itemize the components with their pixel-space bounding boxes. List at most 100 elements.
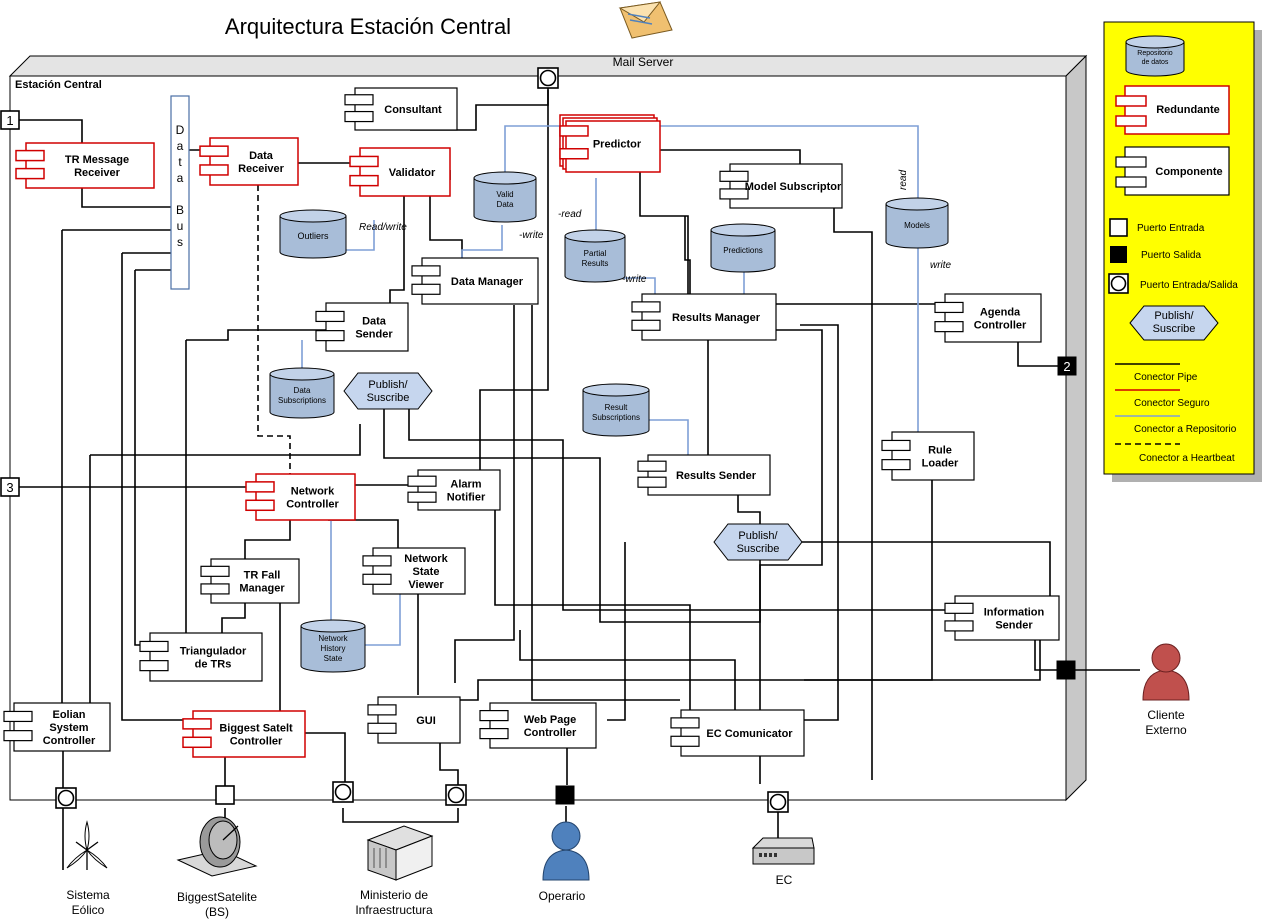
ministerio-label-line-1: Infraestructura [355,903,433,917]
repository-predictions-label-line-0: Predictions [723,246,763,255]
component-data-manager-label-line-0: Data Manager [451,276,524,288]
biggest-satelite-label-line-1: (BS) [205,905,229,919]
pipe-connector-10 [684,216,691,300]
pipe-connector-20 [800,324,839,721]
component-connector-tab [631,301,661,313]
legend-componente-label: Componente [1155,166,1222,178]
data-bus-letter: B [176,203,184,217]
pipe-connector-39 [454,305,515,683]
edge-label-write-pr: -write [622,274,647,285]
component-network-controller-label-line-0: Network [291,486,335,498]
port-mail-server-io [537,67,559,89]
component-predictor: Predictor [559,114,661,173]
pipe-connector-41 [305,732,346,792]
component-tr-message-receiver-label-line-0: TR Message [65,154,129,166]
data-bus-letter: D [176,123,185,137]
mail-server-icon: Mail Server [613,1,674,69]
port-3-label: 3 [6,480,13,495]
cliente-externo-label-line-0: Cliente [1147,708,1185,722]
component-model-subscriptor-label-line-0: Model Subscriptor [745,181,842,193]
component-connector-tab [637,460,667,472]
legend-puerto-salida: Puerto Salida [1110,246,1201,263]
repo-connector-3 [461,225,503,258]
repository-valid-data-label-line-0: Valid [496,190,513,199]
pipe-connector-50 [1034,640,1060,671]
component-network-state-viewer-label-line-2: Viewer [408,579,444,591]
port-ministerio-io-a [332,781,354,803]
pipe-connector-0 [10,119,83,143]
component-alarm-notifier-label-line-1: Notifier [447,492,486,504]
legend-puerto-entrada-salida-label: Puerto Entrada/Salida [1140,280,1238,291]
port-cliente-output [1056,660,1076,680]
component-ec-comunicator-label-line-0: EC Comunicator [706,728,793,740]
pipe-connector-40 [531,305,680,701]
repository-data-subscriptions-label-line-0: Data [294,386,311,395]
pipe-connector-45 [494,510,691,710]
component-results-manager: Results Manager [631,293,777,341]
component-alarm-notifier-label-line-0: Alarm [450,479,481,491]
component-connector-tab [934,321,964,333]
component-connector-tab [944,620,974,632]
edge-label-read-models: read [898,170,909,190]
component-connector-tab [719,188,749,200]
component-connector-tab [200,565,230,577]
component-biggest-label-line-1: Controller [230,736,283,748]
repository-result-subscriptions-label-line-1: Subscriptions [592,413,640,422]
data-bus-letter: t [178,155,182,169]
legend-seguro-label: Conector Seguro [1134,398,1210,409]
sistema-eolico-label-line-1: Eólico [72,903,105,917]
component-data-receiver-label-line-0: Data [249,150,274,162]
component-connector-tab [315,310,345,323]
component-connector-tab [637,476,667,488]
legend-publish-label-line-1: Suscribe [1153,323,1196,335]
publish-suscribe-label-line-0: Publish/ [368,379,408,391]
legend-repositorio-label-line-0: Repositorio [1137,50,1173,57]
repository-models: Models [885,197,949,249]
operario-label-line-0: Operario [539,889,586,903]
component-connector-tab [3,730,33,742]
component-eolian-label-line-2: Controller [43,735,96,747]
component-predictor-label-line-0: Predictor [593,139,642,151]
edge-label-read-write: Read/write [359,222,407,233]
sistema-eolico-label-line-0: Sistema [66,888,110,902]
component-connector-tab [344,110,374,123]
port-eolico-io [55,787,77,809]
component-agenda-controller-label-line-0: Agenda [980,307,1021,319]
component-connector-tab [934,301,964,314]
component-tr-fall-manager-label-line-1: Manager [239,583,285,595]
repository-network-history-label-line-1: History [321,644,346,653]
publish-suscribe-hub: Publish/Suscribe [713,523,803,561]
legend-redundante: Redundante [1115,85,1230,135]
component-connector-tab [411,265,441,277]
legend-puerto-entrada: Puerto Entrada [1109,218,1205,237]
component-web-page-label-line-0: Web Page [524,714,576,726]
component-network-state-viewer-label-line-0: Network [404,553,448,565]
component-connector-tab [182,718,212,730]
legend-heartbeat-label: Conector a Heartbeat [1139,453,1235,464]
legend-pipe-label: Conector Pipe [1134,372,1198,383]
component-connector-tab [245,499,275,512]
component-validator: Validator [349,147,451,197]
pipe-connector-19 [760,541,1051,610]
mail-server-label: Mail Server [613,55,674,69]
component-tr-fall-manager-label-line-0: TR Fall [244,570,281,582]
component-results-manager-label-line-0: Results Manager [672,312,761,324]
component-data-manager: Data Manager [411,257,539,305]
repo-connector-2 [660,125,919,200]
component-connector-tab [479,709,509,722]
component-data-sender-label-line-0: Data [362,316,387,328]
component-data-receiver-label-line-1: Receiver [238,163,285,175]
component-data-sender-label-line-1: Sender [355,329,393,341]
component-gui: GUI [367,696,461,744]
component-connector-tab [315,330,345,342]
repository-outliers: Outliers [279,209,347,259]
ec-device-icon: EC [751,837,815,887]
